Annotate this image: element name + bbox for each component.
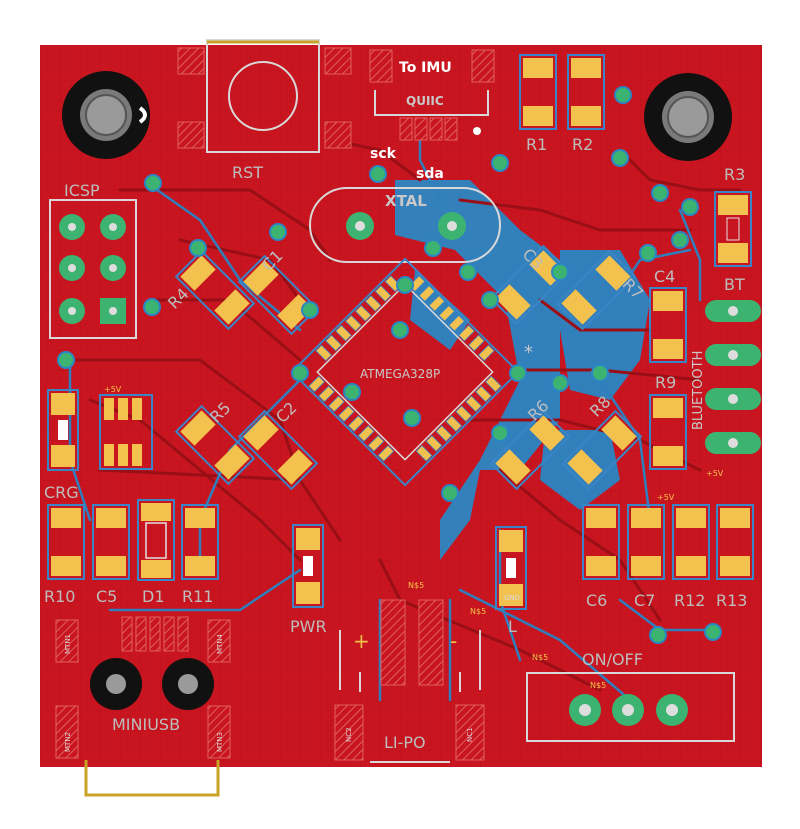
label-c7: C7 [634, 591, 655, 610]
label-crg: CRG [44, 483, 79, 502]
label-plus: + [353, 629, 370, 653]
label-r13: R13 [716, 591, 747, 610]
capacitor-c2-footprint [237, 409, 319, 491]
capacitor-c1-footprint [237, 254, 319, 336]
label-nc2: NC2 [345, 727, 353, 742]
vias [57, 86, 722, 644]
label-c6: C6 [586, 591, 607, 610]
label-c4: C4 [654, 267, 675, 286]
label-ns5-c: N$5 [532, 653, 548, 662]
label-r2: R2 [572, 135, 593, 154]
resistor-array-footprint [99, 394, 153, 470]
label-gnd: GND [504, 594, 520, 602]
label-sck: sck [370, 146, 397, 162]
label-r10: R10 [44, 587, 75, 606]
resistor-r13-footprint [716, 504, 754, 580]
label-bluetooth: BLUETOOTH [691, 351, 706, 430]
label-ns5-b: N$5 [470, 607, 486, 616]
label-to-imu: To IMU [399, 60, 452, 76]
resistor-r3-footprint [714, 191, 752, 267]
lipo-connector-footprint [334, 599, 485, 763]
label-rst: RST [232, 163, 263, 182]
label-r3: R3 [724, 165, 745, 184]
label-mtn2: MTN2 [64, 732, 72, 752]
label-sda: sda [416, 166, 444, 182]
resistor-r2-footprint [567, 54, 605, 130]
label-lipo: LI-PO [384, 733, 426, 752]
label-mtn4: MTN4 [216, 633, 224, 654]
label-mcu: ATMEGA328P [360, 367, 440, 381]
label-onoff: ON/OFF [582, 650, 643, 669]
resistor-r7-footprint [555, 249, 637, 331]
resistor-r9-footprint [649, 394, 687, 470]
led-l-footprint [495, 526, 527, 610]
label-r9: R9 [655, 373, 676, 392]
resistor-r5-footprint [174, 404, 256, 486]
resistor-r6-footprint [489, 409, 571, 491]
label-5v-b: +5V [657, 493, 675, 502]
qwiic-connector-footprint [369, 49, 495, 141]
label-c5: C5 [96, 587, 117, 606]
capacitor-c7-footprint [627, 504, 665, 580]
label-icsp: ICSP [64, 181, 100, 200]
label-ns5-a: N$5 [408, 581, 424, 590]
label-xtal: XTAL [385, 192, 427, 210]
label-nc1: NC1 [466, 727, 474, 742]
led-crg-footprint [47, 389, 79, 471]
label-qwiic: QUIIC [406, 94, 444, 108]
label-pwr: PWR [290, 617, 327, 636]
reset-button-footprint [177, 39, 352, 153]
led-pwr-footprint [292, 524, 324, 608]
label-r1: R1 [526, 135, 547, 154]
label-pin1-marker: * [524, 342, 533, 363]
mounting-hole-right [644, 73, 732, 161]
capacitor-c5-footprint [92, 504, 130, 580]
label-5v-a: +5V [104, 385, 122, 394]
mounting-hole-left [62, 71, 150, 159]
label-bt: BT [724, 275, 745, 294]
resistor-r10-footprint [47, 504, 85, 580]
label-r11: R11 [182, 587, 213, 606]
miniusb-footprint [55, 616, 231, 797]
onoff-switch-footprint [526, 672, 735, 742]
label-mtn3: MTN3 [216, 732, 224, 752]
resistor-r12-footprint [672, 504, 710, 580]
label-5v-c: +5V [706, 469, 724, 478]
label-r12: R12 [674, 591, 705, 610]
label-mtn1: MTN1 [64, 634, 72, 654]
icsp-header [49, 199, 137, 339]
capacitor-c4-footprint [649, 287, 687, 363]
label-miniusb: MINIUSB [112, 715, 180, 734]
resistor-r8-footprint [561, 409, 643, 491]
bluetooth-header [705, 300, 761, 454]
resistor-r1-footprint [519, 54, 557, 130]
label-l: L [508, 617, 517, 636]
label-ns5-d: N$5 [590, 681, 606, 690]
mcu-footprint [290, 257, 520, 487]
resistor-r4-footprint [174, 249, 256, 331]
label-d1: D1 [142, 587, 165, 606]
crystal-footprint [309, 187, 501, 263]
label-minus: - [450, 629, 457, 653]
capacitor-c6-footprint [582, 504, 620, 580]
resistor-r11-footprint [181, 504, 219, 580]
diode-d1-footprint [137, 499, 175, 581]
